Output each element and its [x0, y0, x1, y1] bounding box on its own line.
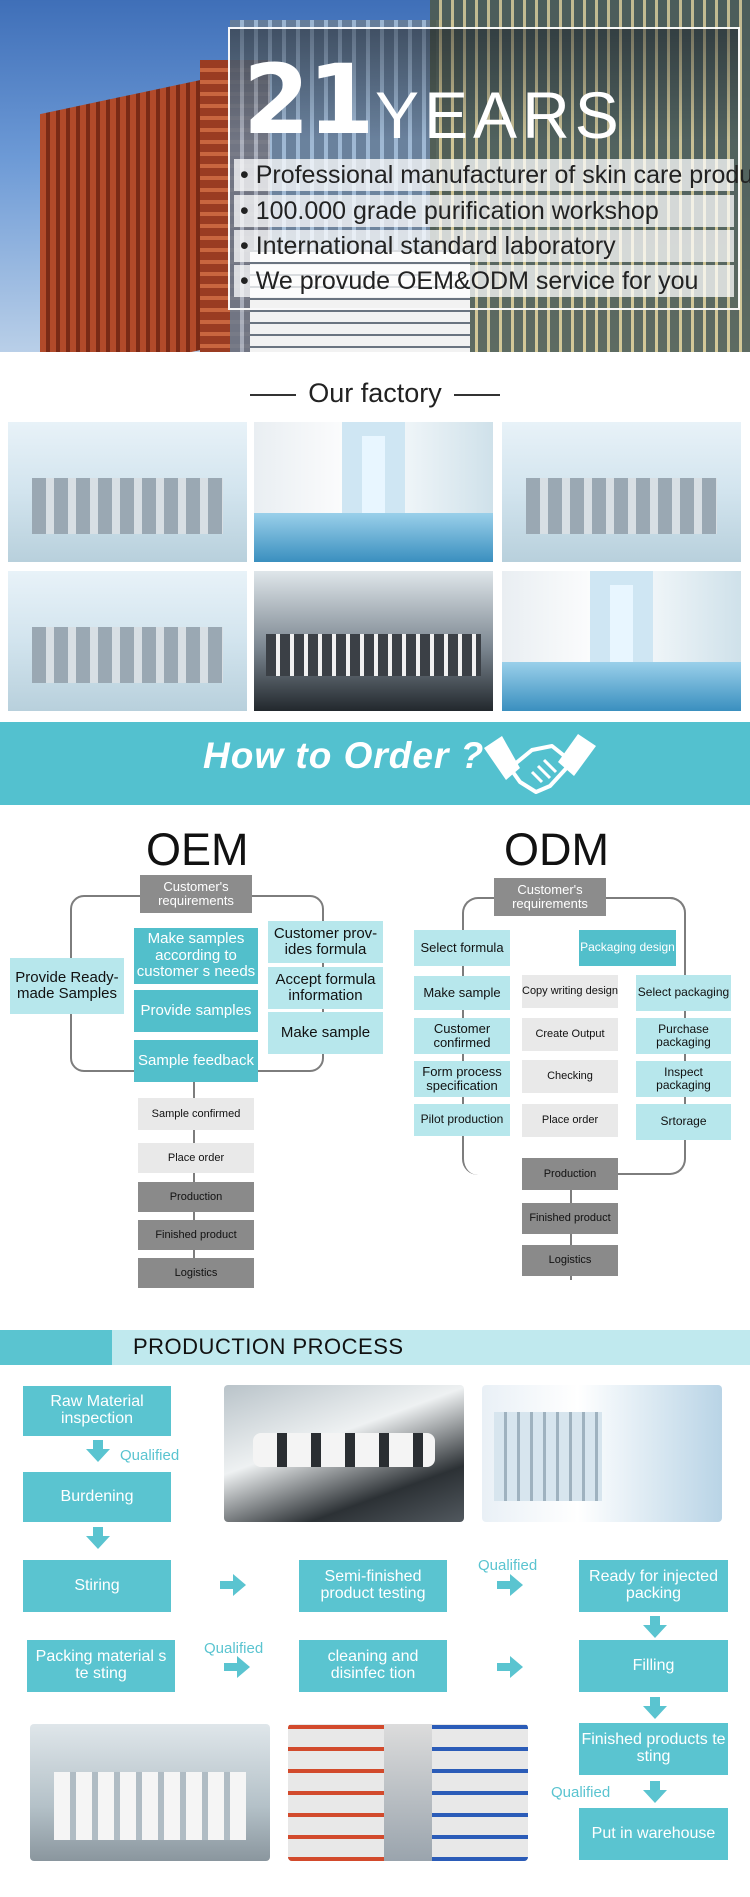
- oem-step: Place order: [138, 1143, 254, 1173]
- oem-requirements: Customer's requirements: [140, 875, 252, 913]
- odm-step: Logistics: [522, 1245, 618, 1276]
- odm-right-step: Srtorage: [636, 1104, 731, 1140]
- odm-right-step: Inspect packaging: [636, 1061, 731, 1097]
- oem-provide-samples: Provide samples: [134, 990, 258, 1032]
- factory-photo: [502, 571, 741, 711]
- step-semi-finished: Semi-finished product testing: [299, 1560, 447, 1612]
- qualified-label: Qualified: [478, 1557, 538, 1574]
- order-banner: [0, 722, 750, 805]
- handshake-icon: [484, 734, 596, 794]
- step-burdening: Burdening: [23, 1472, 171, 1522]
- odm-step: Finished product: [522, 1203, 618, 1234]
- step-warehouse: Put in warehouse: [579, 1808, 728, 1860]
- odm-left-step: Form process specification: [414, 1061, 510, 1097]
- step-raw-material: Raw Material inspection: [23, 1386, 171, 1436]
- step-ready-injected: Ready for injected packing: [579, 1560, 728, 1612]
- step-filling: Filling: [579, 1640, 728, 1692]
- divider: [250, 393, 297, 396]
- qualified-label: Qualified: [551, 1784, 611, 1801]
- odm-left-step: Pilot production: [414, 1104, 510, 1136]
- odm-left-step: Make sample: [414, 976, 510, 1010]
- odm-right-step: Purchase packaging: [636, 1018, 731, 1054]
- arrow-down-icon: [643, 1781, 667, 1803]
- years-word: YEARS: [375, 78, 624, 152]
- building-image: [40, 75, 220, 352]
- step-cleaning: cleaning and disinfec tion: [299, 1640, 447, 1692]
- section-bar-accent: [0, 1330, 112, 1365]
- hero-bullet: • 100.000 grade purification workshop: [234, 195, 734, 227]
- odm-right-step: Select packaging: [636, 975, 731, 1011]
- odm-title: ODM: [504, 824, 609, 875]
- process-photo: [288, 1724, 528, 1861]
- arrow-right-icon: [497, 1656, 523, 1678]
- order-title: How to Order ?: [203, 735, 485, 776]
- arrow-down-icon: [86, 1527, 110, 1549]
- oem-make-sample: Make sample: [268, 1012, 383, 1054]
- production-title: PRODUCTION PROCESS: [133, 1334, 404, 1359]
- odm-middle-step: Copy writing design: [522, 975, 618, 1008]
- oem-make-samples: Make samples according to customer s nee…: [134, 928, 258, 984]
- step-stiring: Stiring: [23, 1560, 171, 1612]
- oem-step: Logistics: [138, 1258, 254, 1288]
- oem-connector: [193, 1072, 195, 1282]
- oem-ready-made: Provide Ready-made Samples: [10, 958, 124, 1014]
- step-finished-testing: Finished products te sting: [579, 1723, 728, 1775]
- step-packing-testing: Packing material s te sting: [27, 1640, 175, 1692]
- hero-bullet: • International standard laboratory: [234, 230, 734, 262]
- odm-middle-step: Checking: [522, 1060, 618, 1093]
- oem-title: OEM: [146, 824, 249, 875]
- process-photo: [224, 1385, 464, 1522]
- factory-heading: Our factory: [0, 378, 750, 409]
- oem-step: Production: [138, 1182, 254, 1212]
- factory-photo: [8, 422, 247, 562]
- hero-bullet: • We provude OEM&ODM service for you: [234, 265, 734, 297]
- arrow-right-icon: [224, 1656, 250, 1678]
- odm-middle-step: Create Output: [522, 1018, 618, 1051]
- odm-left-step: Select formula: [414, 930, 510, 966]
- factory-photo: [8, 571, 247, 711]
- hero-bullet: • Professional manufacturer of skin care…: [234, 159, 750, 191]
- odm-requirements: Customer's requirements: [494, 878, 606, 916]
- qualified-label: Qualified: [120, 1447, 180, 1464]
- odm-left-step: Customer confirmed: [414, 1018, 510, 1054]
- years-number: 21: [243, 44, 375, 156]
- process-photo: [482, 1385, 722, 1522]
- arrow-down-icon: [86, 1440, 110, 1462]
- oem-customer-provides: Customer prov-ides formula: [268, 921, 383, 963]
- factory-photo: [502, 422, 741, 562]
- qualified-label: Qualified: [204, 1640, 264, 1657]
- divider: [453, 393, 500, 396]
- arrow-right-icon: [497, 1574, 523, 1596]
- factory-photo: [254, 571, 493, 711]
- oem-accept-formula: Accept formula information: [268, 967, 383, 1009]
- odm-packaging-design: Packaging design: [579, 930, 676, 966]
- arrow-right-icon: [220, 1574, 246, 1596]
- oem-step: Sample confirmed: [138, 1098, 254, 1130]
- arrow-down-icon: [643, 1697, 667, 1719]
- factory-title: Our factory: [308, 378, 442, 408]
- oem-sample-feedback: Sample feedback: [134, 1040, 258, 1082]
- process-photo: [30, 1724, 270, 1861]
- odm-middle-step: Place order: [522, 1104, 618, 1137]
- oem-step: Finished product: [138, 1220, 254, 1250]
- odm-step: Production: [522, 1158, 618, 1190]
- arrow-down-icon: [643, 1616, 667, 1638]
- section-bar: [112, 1330, 750, 1365]
- factory-photo: [254, 422, 493, 562]
